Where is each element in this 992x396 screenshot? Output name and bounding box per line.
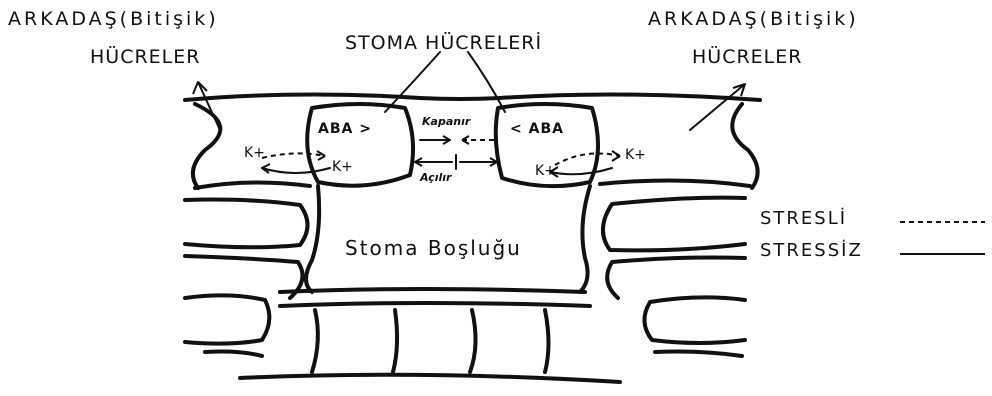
- bottom-row-inner-wall: [280, 303, 590, 306]
- left-k-solid-arrow: [262, 168, 330, 173]
- bottom-outer-wall: [240, 375, 620, 382]
- left-cell-bottom-wall: [195, 182, 310, 188]
- bottom-divider-4: [545, 310, 549, 372]
- aba-left-arrow-icon: >: [353, 121, 372, 137]
- aba-left-label: ABA >: [318, 122, 372, 136]
- aba-right-arrow-icon: <: [510, 121, 529, 137]
- stomatal-cavity-label: Stoma Boşluğu: [345, 238, 522, 258]
- right-mesophyll-1: [603, 198, 745, 251]
- left-mesophyll-1: [185, 200, 308, 248]
- aba-right-label: < ABA: [510, 122, 564, 136]
- guard-label-leader-right: [468, 52, 505, 112]
- k-left-inner-label: K+: [332, 160, 353, 174]
- closing-label: Kapanır: [422, 116, 470, 127]
- k-right-inner-label: K+: [535, 164, 556, 178]
- left-k-dashed-arrow: [262, 153, 325, 158]
- right-k-dashed-arrow: [555, 153, 620, 165]
- left-neighbor-label-line1: ARKADAŞ(Bitişik): [8, 10, 219, 29]
- cavity-right-wall: [580, 186, 590, 292]
- right-neighbor-arrow: [690, 84, 745, 130]
- guard-label-leader-left: [385, 52, 440, 112]
- right-cell-bottom-wall: [600, 180, 750, 186]
- bottom-divider-2: [393, 310, 397, 372]
- aba-right-text: ABA: [529, 121, 564, 137]
- bottom-row-top-wall: [280, 289, 585, 292]
- right-neighbor-wall: [732, 104, 757, 188]
- right-mesophyll-2: [607, 258, 745, 299]
- legend-unstressed-label: STRESSİZ: [760, 242, 863, 260]
- aba-left-text: ABA: [318, 121, 353, 137]
- left-guard-cell: [307, 104, 413, 186]
- k-right-outer-label: K+: [625, 148, 646, 162]
- left-mesophyll-3: [185, 295, 269, 343]
- right-mesophyll-4: [655, 352, 742, 357]
- k-left-outer-label: K+: [244, 146, 265, 160]
- bottom-divider-3: [470, 310, 476, 372]
- legend-stressed-label: STRESLİ: [760, 210, 847, 228]
- bottom-divider-1: [312, 310, 318, 372]
- guard-cells-label: STOMA HÜCRELERİ: [345, 34, 542, 53]
- left-neighbor-wall: [193, 104, 220, 188]
- left-neighbor-label-line2: HÜCRELER: [90, 48, 200, 67]
- epidermis-top-wall: [185, 94, 760, 100]
- right-neighbor-label-line1: ARKADAŞ(Bitişik): [648, 10, 859, 29]
- cavity-left-wall: [306, 186, 319, 292]
- opening-label: Açılır: [420, 172, 451, 183]
- right-mesophyll-3: [644, 297, 745, 343]
- left-mesophyll-4: [205, 352, 262, 357]
- right-neighbor-label-line2: HÜCRELER: [692, 48, 802, 67]
- right-k-solid-arrow: [550, 168, 612, 174]
